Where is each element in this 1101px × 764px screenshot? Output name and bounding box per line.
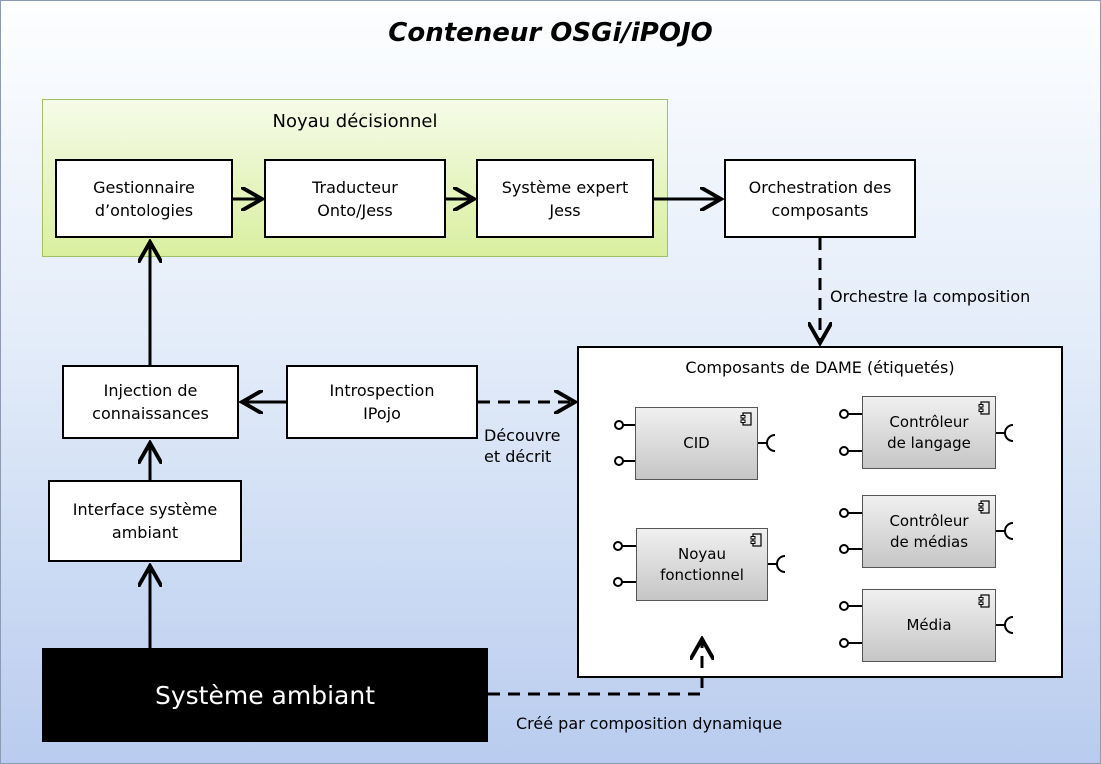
- traducteur-box: Traducteur Onto/Jess: [264, 159, 446, 238]
- noyau-decisionnel-label: Noyau décisionnel: [272, 111, 438, 132]
- orchestration-box: Orchestration des composants: [724, 159, 916, 238]
- component-noyau-fonctionnel-label: Noyau fonctionnel: [660, 544, 744, 584]
- label-cree-composition: Créé par composition dynamique: [516, 714, 783, 733]
- component-controleur-medias-label: Contrôleur de médias: [889, 511, 969, 551]
- component-media-label: Média: [906, 616, 952, 634]
- component-media: Média: [862, 589, 996, 662]
- introspection-box: Introspection IPojo: [286, 365, 478, 439]
- component-icon: [740, 412, 752, 426]
- component-controleur-medias: Contrôleur de médias: [862, 495, 996, 568]
- arrow-cree-par-composition: [488, 642, 702, 696]
- component-icon: [978, 594, 990, 608]
- label-orchestre-composition: Orchestre la composition: [830, 287, 1031, 306]
- injection-box: Injection de connaissances: [62, 365, 239, 439]
- diagram-title: Conteneur OSGi/iPOJO: [388, 18, 713, 48]
- component-ports: [613, 409, 1014, 648]
- component-controleur-langage: Contrôleur de langage: [862, 396, 996, 469]
- component-controleur-langage-label: Contrôleur de langage: [887, 412, 971, 452]
- component-cid-label: CID: [683, 434, 710, 452]
- systeme-ambiant-box: Système ambiant: [42, 648, 488, 742]
- dame-label: Composants de DAME (étiquetés): [685, 358, 955, 377]
- component-icon: [978, 500, 990, 514]
- component-cid: CID: [635, 407, 758, 480]
- component-noyau-fonctionnel: Noyau fonctionnel: [636, 528, 768, 601]
- gestionnaire-ontologies-box: Gestionnaire d’ontologies: [55, 159, 233, 238]
- systeme-expert-box: Système expert Jess: [476, 159, 654, 238]
- component-icon: [978, 401, 990, 415]
- interface-box: Interface système ambiant: [48, 480, 242, 562]
- component-icon: [750, 533, 762, 547]
- label-decouvre-decrit: Découvre et décrit: [484, 426, 561, 466]
